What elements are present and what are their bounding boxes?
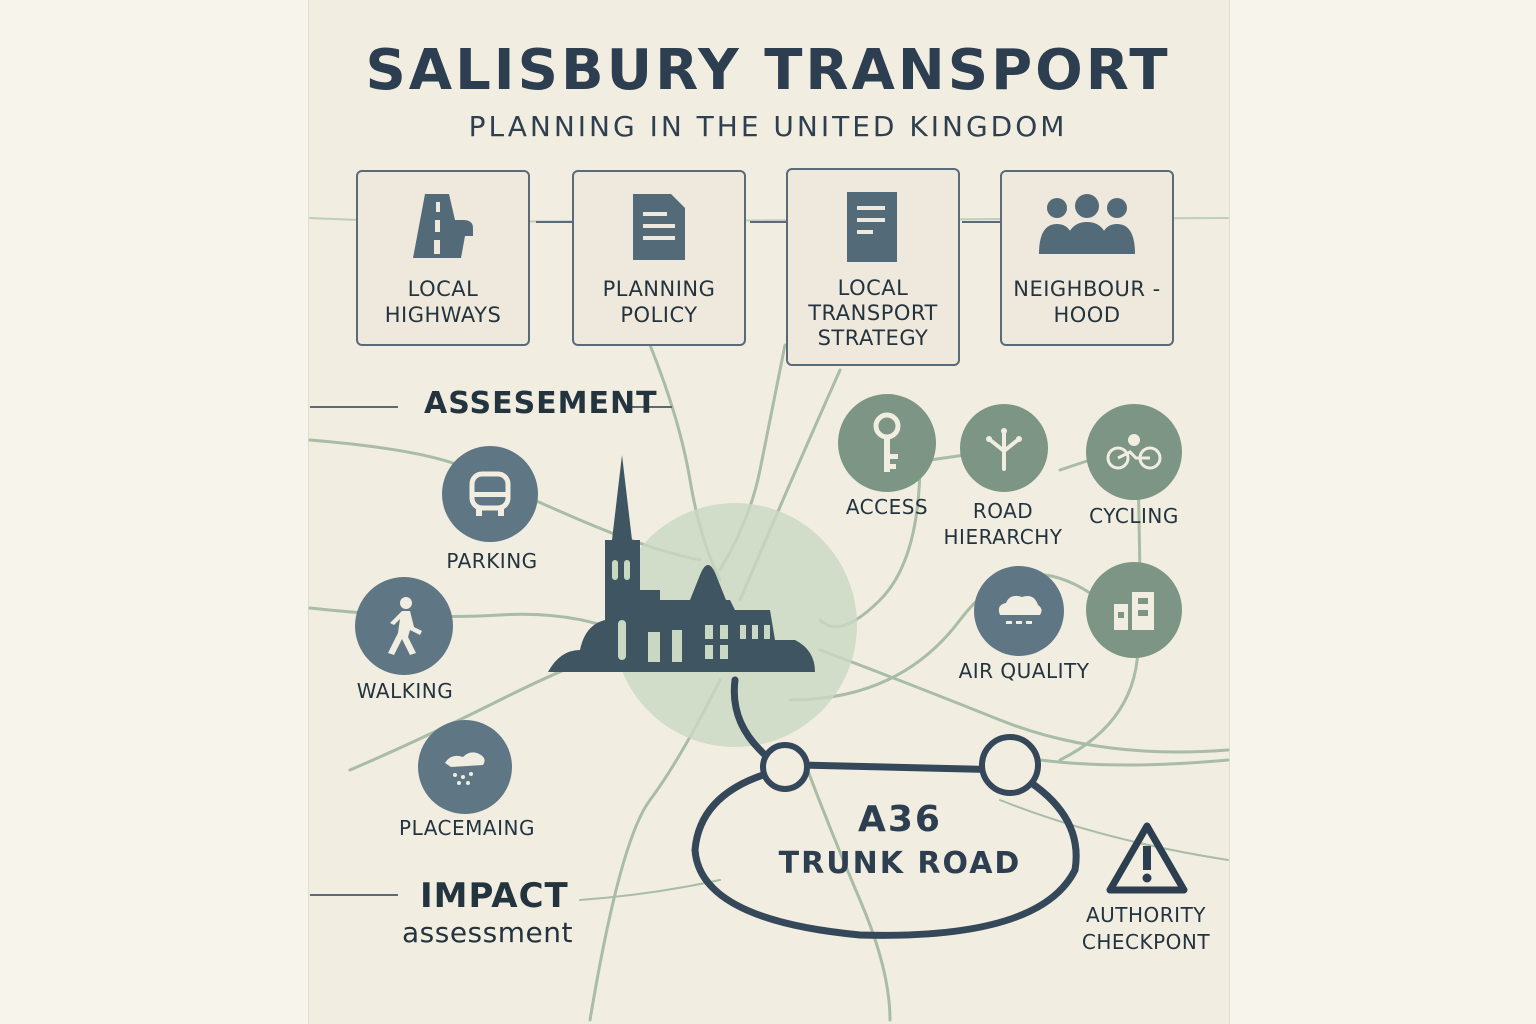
walking-circle[interactable]	[355, 577, 453, 675]
weather-icon	[445, 752, 485, 785]
roundabout-west	[760, 742, 810, 792]
bus-icon	[469, 471, 511, 516]
road-hierarchy-label: ROAD HIERARCHY	[943, 499, 1063, 549]
document-icon	[629, 194, 689, 264]
card-neighbourhood[interactable]: NEIGHBOUR - HOOD	[1000, 170, 1174, 346]
air-quality-circle[interactable]	[974, 566, 1064, 656]
roundabout-east	[979, 734, 1041, 796]
card-label: LOCAL TRANSPORT STRATEGY	[808, 276, 938, 350]
checkpoint-label-1: AUTHORITY	[1085, 903, 1207, 927]
road-number: A36	[858, 799, 942, 840]
checkpoint-label-2: CHECKPONT	[1081, 930, 1211, 954]
impact-subheading: assessment	[402, 916, 573, 949]
branch-icon	[986, 428, 1022, 471]
assessment-heading: ASSESEMENT	[424, 386, 658, 421]
buildings-circle[interactable]	[1086, 562, 1182, 658]
card-planning-policy[interactable]: PLANNING POLICY	[572, 170, 746, 346]
walking-label: WALKING	[356, 679, 454, 703]
access-label: ACCESS	[845, 495, 929, 519]
page-subtitle: PLANNING IN THE UNITED KINGDOM	[468, 110, 1068, 143]
walking-person-icon	[388, 597, 422, 655]
warning-icon	[1106, 822, 1188, 898]
card-local-highways[interactable]: LOCAL HIGHWAYS	[356, 170, 530, 346]
placemaking-circle[interactable]	[418, 720, 512, 814]
salisbury-skyline-icon	[548, 455, 815, 672]
parking-circle[interactable]	[442, 446, 538, 542]
road-icon	[403, 194, 483, 262]
impact-heading: IMPACT	[420, 876, 569, 916]
air-quality-label: AIR QUALITY	[958, 659, 1090, 683]
cycling-label: CYCLING	[1089, 504, 1179, 528]
document-icon	[845, 192, 901, 266]
road-name: TRUNK ROAD	[778, 846, 1022, 881]
people-icon	[1037, 194, 1137, 258]
card-label: NEIGHBOUR - HOOD	[1013, 277, 1161, 327]
cycling-circle[interactable]	[1086, 404, 1182, 500]
access-circle[interactable]	[838, 394, 936, 492]
page-title: SALISBURY TRANSPORT	[365, 38, 1171, 103]
placemaking-label: PLACEMAING	[399, 816, 535, 840]
card-local-transport-strategy[interactable]: LOCAL TRANSPORT STRATEGY	[786, 168, 960, 366]
skyline-windows	[612, 560, 770, 662]
cloud-icon	[998, 595, 1042, 624]
road-hierarchy-circle[interactable]	[960, 404, 1048, 492]
parking-label: PARKING	[446, 549, 538, 573]
bicycle-icon	[1106, 434, 1162, 470]
key-icon	[873, 412, 901, 472]
card-label: PLANNING POLICY	[602, 277, 716, 327]
card-label: LOCAL HIGHWAYS	[384, 277, 502, 327]
buildings-icon	[1114, 592, 1154, 630]
